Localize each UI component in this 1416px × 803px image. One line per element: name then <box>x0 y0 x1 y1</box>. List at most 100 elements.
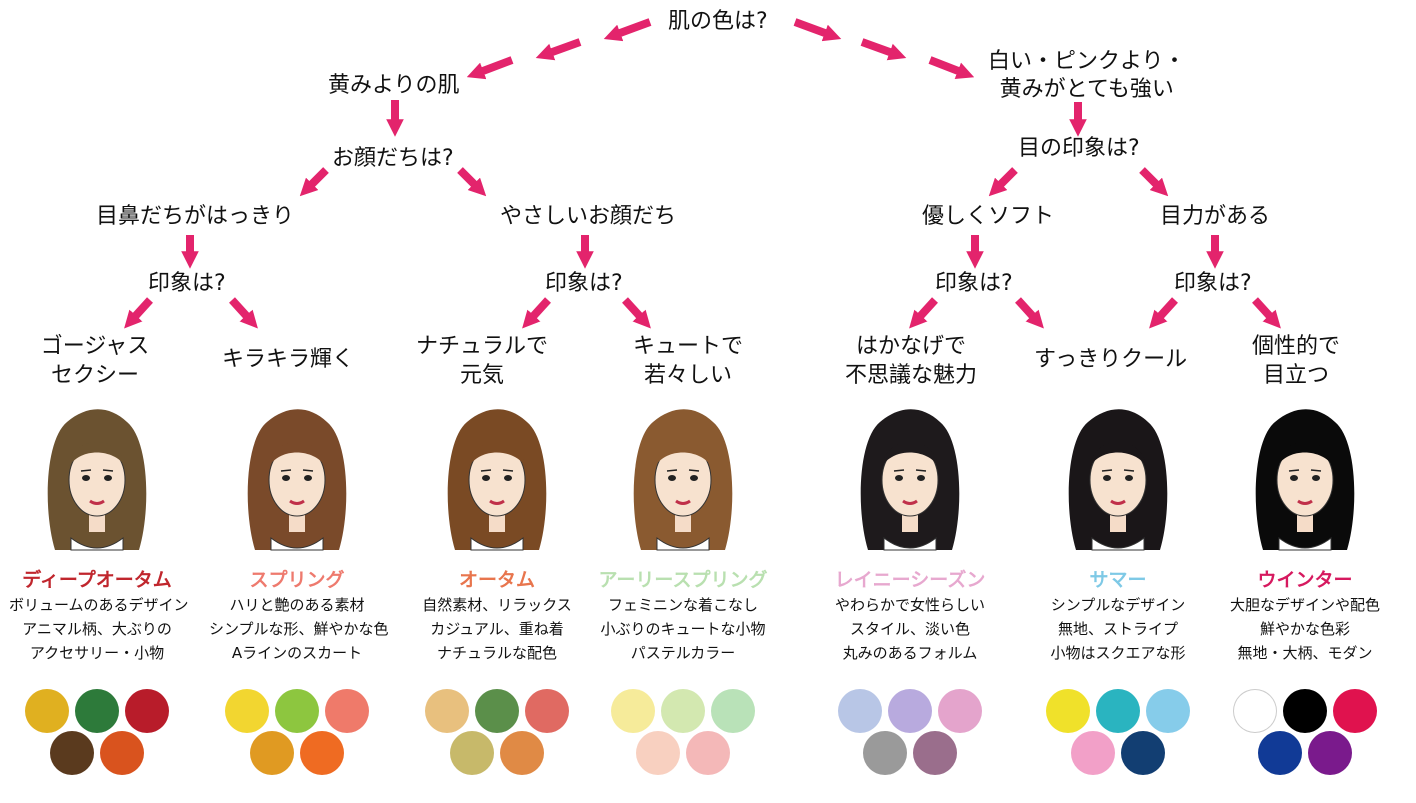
color-swatch <box>1283 689 1327 733</box>
color-swatch <box>1333 689 1377 733</box>
type-name: ウインター <box>1257 569 1353 591</box>
color-swatch <box>1308 731 1352 775</box>
description-line: フェミニンな着こなし <box>607 596 758 614</box>
palette <box>1043 689 1193 779</box>
branch-other-skin-line1: 白い・ピンクより・ <box>988 49 1186 74</box>
color-swatch <box>838 689 882 733</box>
branch-other-skin-line2: 黄みがとても強い <box>999 77 1174 102</box>
question-face: お顔だちは? <box>332 146 454 171</box>
description-line: スタイル、淡い色 <box>849 620 970 638</box>
color-swatch <box>275 689 319 733</box>
color-swatch <box>100 731 144 775</box>
result-line: ゴージャス <box>40 334 150 359</box>
result-line: 若々しい <box>643 363 732 388</box>
description-line: Aラインのスカート <box>231 644 363 662</box>
type-column: レイニーシーズンやわらかで女性らしいスタイル、淡い色丸みのあるフォルム <box>822 400 998 779</box>
description-line: ハリと艶のある素材 <box>229 596 365 614</box>
result-gorgeous: ゴージャス セクシー <box>35 332 155 390</box>
description-line: 大胆なデザインや配色 <box>1229 596 1380 614</box>
color-swatch <box>75 689 119 733</box>
result-cool: すっきりクール <box>1034 345 1187 374</box>
color-swatch <box>500 731 544 775</box>
description-line: 丸みのあるフォルム <box>842 644 978 662</box>
color-swatch <box>1146 689 1190 733</box>
result-line: 目立つ <box>1262 363 1329 388</box>
result-line: キュートで <box>632 334 743 359</box>
color-swatch <box>1121 731 1165 775</box>
question-impression-1: 印象は? <box>148 271 226 296</box>
color-swatch <box>636 731 680 775</box>
eye-strong: 目力がある <box>1160 204 1271 229</box>
color-swatch <box>686 731 730 775</box>
type-column: アーリースプリングフェミニンな着こなし小ぶりのキュートな小物パステルカラー <box>595 400 771 779</box>
description-line: パステルカラー <box>630 644 736 662</box>
type-description: やわらかで女性らしいスタイル、淡い色丸みのあるフォルム <box>822 593 998 665</box>
question-eye: 目の印象は? <box>1018 136 1140 161</box>
result-line: すっきりクール <box>1034 347 1188 372</box>
result-line: はかなげで <box>855 334 966 359</box>
color-swatch <box>913 731 957 775</box>
color-swatch <box>325 689 369 733</box>
description-line: ナチュラルな配色 <box>436 644 557 662</box>
arrow-group <box>124 18 1281 329</box>
description-line: やわらかで女性らしい <box>834 596 985 614</box>
type-column: オータム自然素材、リラックスカジュアル、重ね着ナチュラルな配色 <box>409 400 585 779</box>
description-line: シンプルなデザイン <box>1050 596 1186 614</box>
description-line: カジュアル、重ね着 <box>430 620 564 638</box>
description-line: ボリュームのあるデザイン <box>9 596 189 614</box>
branch-yellow-skin: 黄みよりの肌 <box>328 73 460 98</box>
type-description: 自然素材、リラックスカジュアル、重ね着ナチュラルな配色 <box>409 593 585 665</box>
description-line: 鮮やかな色彩 <box>1259 620 1350 638</box>
result-unique: 個性的で 目立つ <box>1246 332 1346 390</box>
type-description: 大胆なデザインや配色鮮やかな色彩無地・大柄、モダン <box>1217 593 1393 665</box>
color-swatch <box>25 689 69 733</box>
result-line: 個性的で <box>1251 334 1340 359</box>
palette <box>222 689 372 779</box>
description-line: 自然素材、リラックス <box>422 596 572 614</box>
root-question: 肌の色は? <box>668 9 768 34</box>
type-description: ボリュームのあるデザインアニマル柄、大ぶりのアクセサリー・小物 <box>9 593 189 665</box>
color-swatch <box>225 689 269 733</box>
result-line: セクシー <box>50 363 139 388</box>
branch-other-skin: 白い・ピンクより・ 黄みがとても強い <box>988 48 1186 104</box>
result-natural: ナチュラルで 元気 <box>412 332 552 390</box>
palette <box>835 689 985 779</box>
portrait-illustration <box>447 409 547 551</box>
type-name: アーリースプリング <box>598 569 768 591</box>
question-impression-4: 印象は? <box>1174 271 1252 296</box>
description-line: シンプルな形、鮮やかな色 <box>209 620 389 638</box>
result-line: 元気 <box>459 363 504 388</box>
result-mysterious: はかなげで 不思議な魅力 <box>826 332 996 390</box>
portrait-illustration <box>860 409 960 551</box>
description-line: 無地・大柄、モダン <box>1237 644 1373 662</box>
portrait-illustration <box>247 409 347 551</box>
color-swatch <box>50 731 94 775</box>
color-swatch <box>611 689 655 733</box>
color-swatch <box>711 689 755 733</box>
color-swatch <box>1096 689 1140 733</box>
portrait-illustration <box>633 409 733 551</box>
color-swatch <box>661 689 705 733</box>
face-sharp: 目鼻だちがはっきり <box>96 204 295 229</box>
palette <box>22 689 172 779</box>
result-cute: キュートで 若々しい <box>628 332 748 390</box>
description-line: アニマル柄、大ぶりの <box>22 620 172 638</box>
palette <box>1230 689 1380 779</box>
color-swatch <box>888 689 932 733</box>
type-description: ハリと艶のある素材シンプルな形、鮮やかな色 Aラインのスカート <box>209 593 389 665</box>
question-impression-2: 印象は? <box>545 271 623 296</box>
result-sparkle: キラキラ輝く <box>222 345 354 374</box>
color-swatch <box>1258 731 1302 775</box>
color-swatch <box>250 731 294 775</box>
result-line: ナチュラルで <box>415 334 548 359</box>
description-line: 無地、ストライプ <box>1057 620 1178 638</box>
palette <box>422 689 572 779</box>
color-swatch <box>1071 731 1115 775</box>
result-line: 不思議な魅力 <box>844 363 977 388</box>
color-swatch <box>300 731 344 775</box>
description-line: 小ぶりのキュートな小物 <box>600 620 766 638</box>
color-swatch <box>1233 689 1277 733</box>
type-name: ディープオータム <box>22 569 172 591</box>
